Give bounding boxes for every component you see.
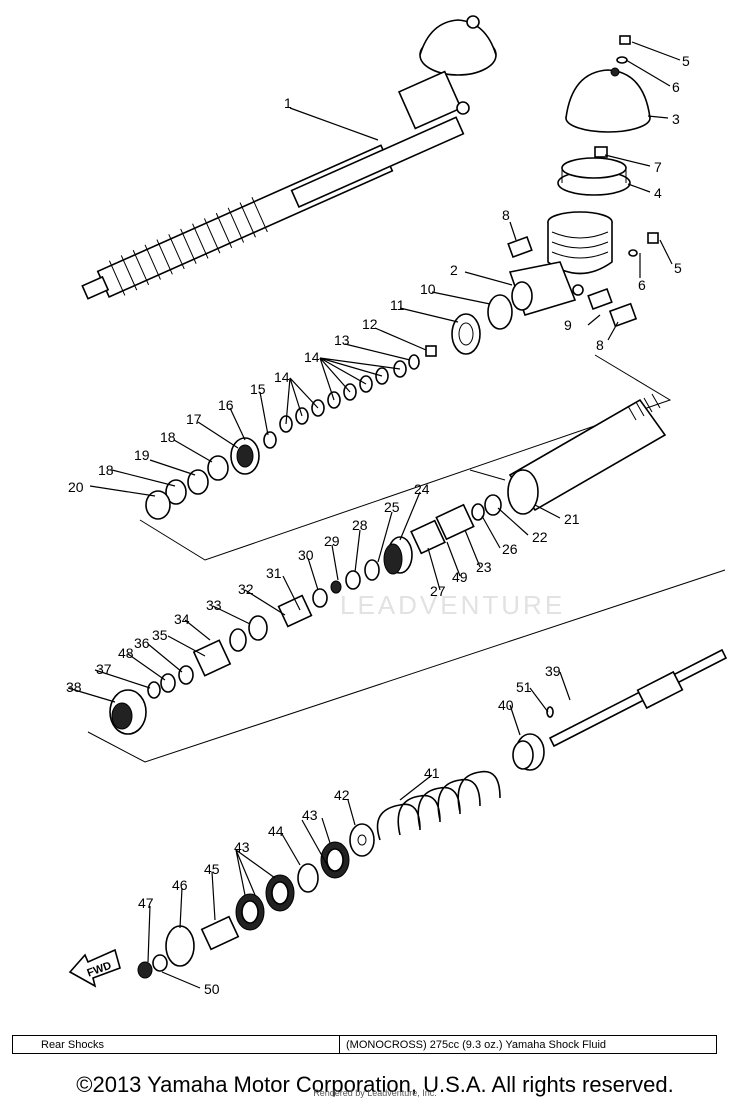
callout-29: 29 (324, 533, 340, 549)
callout-6: 6 (672, 79, 680, 95)
callout-21: 21 (564, 511, 580, 527)
part-21-cylinder (507, 393, 667, 515)
callout-7: 7 (654, 159, 662, 175)
callout-18: 18 (98, 462, 114, 478)
callout-23: 23 (476, 559, 492, 575)
spec-table: Rear Shocks (MONOCROSS) 275cc (9.3 oz.) … (12, 1035, 717, 1054)
callout-47: 47 (138, 895, 154, 911)
part-2-housing (508, 211, 613, 316)
callout-14: 14 (304, 349, 320, 365)
callout-17: 17 (186, 411, 202, 427)
spec-table-component: Rear Shocks (13, 1036, 340, 1053)
part-3-cap (565, 67, 651, 133)
rendered-by-note: Rendered by Leadventure, Inc. (313, 1088, 437, 1098)
callout-3: 3 (672, 111, 680, 127)
part-4-seal-cup (557, 157, 631, 196)
callout-2: 2 (450, 262, 458, 278)
callout-8: 8 (502, 207, 510, 223)
callout-28: 28 (352, 517, 368, 533)
part-1-shock-assembly (81, 15, 497, 300)
callout-35: 35 (152, 627, 168, 643)
callout-1: 1 (284, 95, 292, 111)
callout-46: 46 (172, 877, 188, 893)
part-39-shaft (546, 648, 728, 748)
callout-5: 5 (682, 53, 690, 69)
callout-43: 43 (234, 839, 250, 855)
callout-16: 16 (218, 397, 234, 413)
callout-4: 4 (654, 185, 662, 201)
callout-5: 5 (674, 260, 682, 276)
fwd-arrow-icon: FWD (68, 948, 121, 988)
callout-24: 24 (414, 481, 430, 497)
callout-45: 45 (204, 861, 220, 877)
callout-12: 12 (362, 316, 378, 332)
callout-51: 51 (516, 679, 532, 695)
exploded-parts-diagram: FWD (66, 15, 728, 997)
callout-38: 38 (66, 679, 82, 695)
callout-15: 15 (250, 381, 266, 397)
row3-piston-parts (109, 494, 502, 735)
part-40-bumper (512, 733, 545, 771)
spec-table-fluid: (MONOCROSS) 275cc (9.3 oz.) Yamaha Shock… (346, 1038, 607, 1051)
callout-25: 25 (384, 499, 400, 515)
callout-9: 9 (564, 317, 572, 333)
callout-labels: 1 5 6 3 7 4 8 5 6 2 10 11 9 8 12 13 14 1… (66, 53, 690, 997)
callout-13: 13 (334, 332, 350, 348)
callout-20: 20 (68, 479, 84, 495)
callout-42: 42 (334, 787, 350, 803)
small-hardware-top (507, 35, 659, 328)
callout-43: 43 (302, 807, 318, 823)
callout-10: 10 (420, 281, 436, 297)
callout-18: 18 (160, 429, 176, 445)
callout-14: 14 (274, 369, 290, 385)
callout-22: 22 (532, 529, 548, 545)
callout-48: 48 (118, 645, 134, 661)
callout-11: 11 (390, 297, 405, 313)
callout-41: 41 (424, 765, 440, 781)
callout-8: 8 (596, 337, 604, 353)
callout-31: 31 (266, 565, 282, 581)
callout-27: 27 (430, 583, 446, 599)
callout-19: 19 (134, 447, 150, 463)
group-box-upper (139, 354, 672, 561)
callout-33: 33 (206, 597, 222, 613)
callout-49: 49 (452, 569, 468, 585)
callout-50: 50 (204, 981, 220, 997)
callout-36: 36 (134, 635, 150, 651)
group-box-lower (87, 569, 726, 763)
callout-40: 40 (498, 697, 514, 713)
callout-30: 30 (298, 547, 314, 563)
copyright-notice: ©2013 Yamaha Motor Corporation, U.S.A. A… (76, 1072, 674, 1097)
watermark: LEADVENTURE (340, 590, 566, 620)
lower-parts (137, 823, 375, 979)
pointer-lines (67, 41, 681, 989)
callout-6: 6 (638, 277, 646, 293)
part-41-spring (376, 770, 501, 841)
callout-26: 26 (502, 541, 518, 557)
callout-37: 37 (96, 661, 112, 677)
callout-34: 34 (174, 611, 190, 627)
callout-32: 32 (238, 581, 254, 597)
callout-44: 44 (268, 823, 284, 839)
callout-39: 39 (545, 663, 561, 679)
row2-washers (145, 294, 513, 520)
